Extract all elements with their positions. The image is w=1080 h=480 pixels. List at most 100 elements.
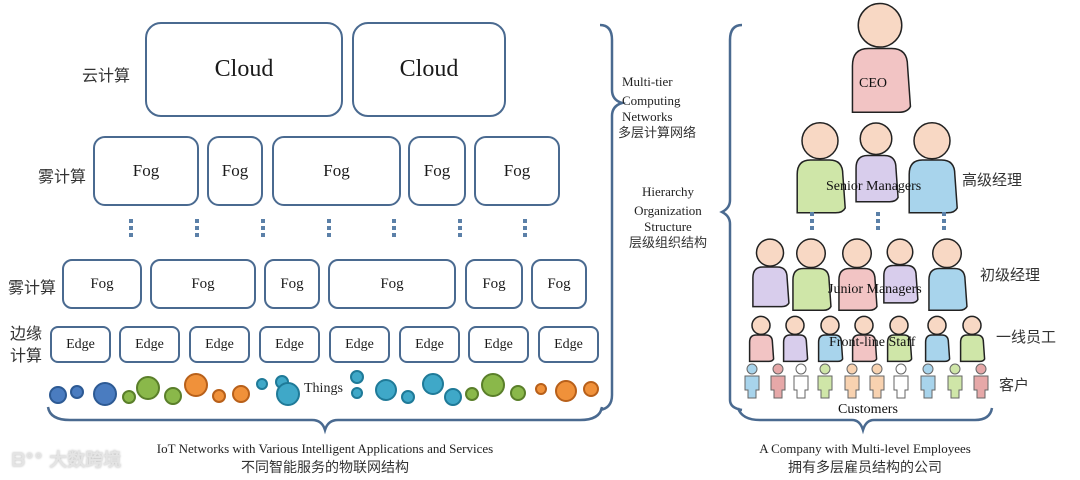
- edge-node-label: Edge: [345, 336, 374, 352]
- thing-device-bubble: [70, 385, 84, 399]
- person-icon: [928, 238, 968, 312]
- fog-node-label: Fog: [503, 161, 531, 180]
- hierarchy-cn: 层级组织结构: [628, 236, 707, 251]
- person-body: [883, 264, 919, 304]
- thing-device-bubble: [136, 376, 160, 400]
- customers-cn: 客户: [999, 376, 1030, 394]
- ellipsis-dots: [195, 219, 199, 240]
- thing-device-bubble: [465, 387, 479, 401]
- senior-managers-label: Senior Managers: [826, 179, 922, 194]
- person-icon: [782, 315, 809, 363]
- person-icon: [851, 315, 878, 363]
- fog-node: Fog: [150, 259, 256, 309]
- thing-device-bubble: [184, 373, 208, 397]
- customer-icon: [770, 363, 786, 399]
- person-icon: [924, 315, 951, 363]
- ellipsis-dots: [261, 219, 265, 240]
- person-head: [854, 315, 874, 336]
- person-head: [859, 122, 893, 156]
- fog-node-label: Fog: [191, 275, 215, 292]
- person-body: [782, 334, 809, 363]
- person-head: [932, 238, 962, 269]
- fog-node: Fog: [264, 259, 320, 309]
- fog-node: Fog: [531, 259, 587, 309]
- tier-label-edge: 边缘 计算: [10, 324, 43, 365]
- fog-node: Fog: [474, 136, 560, 206]
- person-body: [752, 266, 790, 308]
- fog-node: Fog: [272, 136, 401, 206]
- fog-node-label: Fog: [90, 275, 114, 292]
- customer-icon: [947, 363, 963, 399]
- person-body: [908, 159, 958, 214]
- company-people: [744, 2, 989, 399]
- person-body: [792, 267, 832, 312]
- fog-node: Fog: [62, 259, 142, 309]
- thing-device-bubble: [164, 387, 182, 405]
- thing-device-bubble: [212, 389, 226, 403]
- person-icon: [851, 2, 912, 114]
- watermark: ᗷ°° 大数跨境: [12, 446, 121, 472]
- thing-device-bubble: [350, 370, 364, 384]
- thing-device-bubble: [510, 385, 526, 401]
- edge-node: Edge: [538, 326, 599, 363]
- fog-node-label: Fog: [280, 275, 304, 292]
- person-head: [962, 315, 982, 336]
- edge-node-label: Edge: [554, 336, 583, 352]
- thing-device-bubble: [351, 387, 363, 399]
- edge-node: Edge: [119, 326, 180, 363]
- person-icon: [908, 122, 958, 214]
- company-caption-en: A Company with Multi-level Employees: [759, 441, 971, 456]
- tier-label-fog-top: 雾计算: [38, 167, 87, 186]
- multi-tier-line: Computing: [622, 93, 681, 108]
- thing-device-bubble: [93, 382, 117, 406]
- thing-device-bubble: [375, 379, 397, 401]
- thing-device-bubble: [49, 386, 67, 404]
- edge-node-label: Edge: [135, 336, 164, 352]
- thing-device-bubble: [444, 388, 462, 406]
- person-body: [959, 334, 986, 363]
- person-body: [748, 334, 775, 363]
- edge-node: Edge: [189, 326, 250, 363]
- person-icon: [796, 122, 846, 214]
- person-body: [924, 334, 951, 363]
- person-icon: [838, 238, 878, 312]
- person-body: [851, 334, 878, 363]
- person-icon: [959, 315, 986, 363]
- hierarchy-line: Structure: [644, 219, 692, 234]
- person-icon: [886, 315, 913, 363]
- person-body: [928, 267, 968, 312]
- person-head: [796, 238, 826, 269]
- ceo-label: CEO: [859, 76, 887, 91]
- person-head: [886, 238, 914, 266]
- person-body: [851, 47, 912, 114]
- watermark-logo-icon: ᗷ°°: [12, 450, 43, 471]
- fog-node: Fog: [93, 136, 199, 206]
- thing-device-bubble: [422, 373, 444, 395]
- person-icon: [855, 122, 899, 203]
- tier-label-fog-bottom: 雾计算: [8, 278, 57, 297]
- person-icon: [792, 238, 832, 312]
- fog-node-label: Fog: [132, 161, 160, 180]
- iot-bottom-brace: [46, 406, 604, 435]
- iot-caption-cn: 不同智能服务的物联网结构: [241, 460, 409, 476]
- person-body: [838, 267, 878, 312]
- edge-node-label: Edge: [205, 336, 234, 352]
- company-bottom-brace: [736, 407, 994, 435]
- edge-node: Edge: [399, 326, 460, 363]
- fog-node-label: Fog: [423, 161, 451, 180]
- person-head: [801, 122, 839, 160]
- ellipsis-dots-right: [810, 212, 946, 230]
- multi-tier-brace: [599, 23, 627, 412]
- multi-tier-line: Multi-tier: [622, 74, 673, 89]
- customer-icon: [817, 363, 833, 399]
- iot-caption-en: IoT Networks with Various Intelligent Ap…: [156, 441, 494, 456]
- person-body: [886, 334, 913, 363]
- fog-node-label: Fog: [380, 275, 404, 292]
- edge-node: Edge: [50, 326, 111, 363]
- cloud-node: Cloud: [352, 22, 506, 117]
- fog-node: Fog: [328, 259, 456, 309]
- fog-node-label: Fog: [547, 275, 571, 292]
- company-caption-cn: 拥有多层雇员结构的公司: [788, 460, 942, 476]
- thing-device-bubble: [535, 383, 547, 395]
